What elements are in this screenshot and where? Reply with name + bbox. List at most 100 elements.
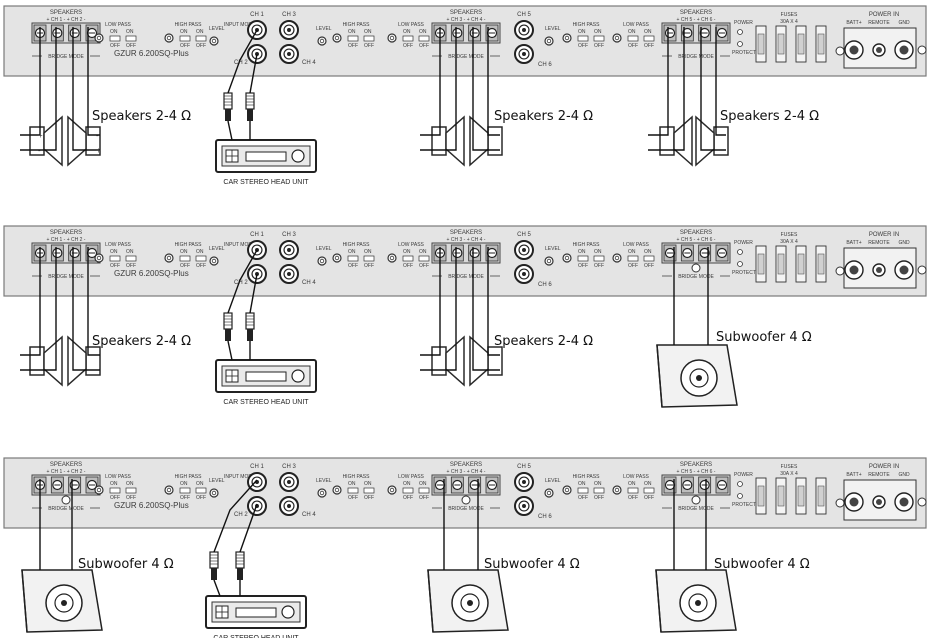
rca-plug-collar — [225, 329, 231, 341]
ch3-label: CH 3 — [282, 232, 296, 238]
protect-label: PROTECT — [732, 502, 756, 508]
fuses-rating: 30A X 4 — [780, 19, 798, 25]
switch-label: ON — [594, 481, 602, 487]
switch-label: OFF — [644, 263, 654, 269]
speaker-mid-a2 — [431, 335, 465, 387]
wire-ch2-neg — [72, 27, 100, 151]
channel-label: + CH 1 - + CH 2 - — [47, 17, 86, 23]
switch — [593, 35, 605, 42]
level-label: LEVEL — [209, 478, 225, 484]
switch-label: ON — [110, 249, 118, 255]
switch — [179, 255, 191, 262]
switch — [125, 35, 137, 42]
input-mode-label: INPUT MODE 2 — [224, 474, 260, 480]
switch-label: OFF — [628, 43, 638, 49]
switch-label: OFF — [364, 495, 374, 501]
terminal-block — [31, 474, 101, 496]
bridge-mode-label: BRIDGE MODE — [678, 54, 714, 60]
switch — [402, 255, 414, 262]
terminal-block — [431, 242, 501, 264]
knob-center — [614, 487, 620, 493]
callout-row3-3: Subwoofer 4 Ω — [714, 557, 810, 572]
switch — [627, 35, 639, 42]
subwoofer-row3-a — [21, 569, 103, 633]
speaker-magnet — [431, 346, 447, 376]
speaker-cone — [445, 115, 465, 167]
knob-center — [564, 35, 570, 41]
filter-title: LOW PASS — [398, 474, 424, 480]
model-label: GZUR 6.200SQ-Plus — [114, 501, 189, 510]
switch-label: ON — [110, 29, 118, 35]
switch-label: OFF — [196, 263, 206, 269]
rca-jack-pin — [287, 480, 291, 484]
switch — [109, 255, 121, 262]
rca-plug-body — [209, 551, 219, 569]
knob-center — [389, 255, 395, 261]
gnd-label: GND — [898, 240, 910, 246]
knob-center — [546, 490, 552, 496]
protect-led — [737, 261, 743, 267]
callout-row3-1: Subwoofer 4 Ω — [78, 557, 174, 572]
switch — [363, 255, 375, 262]
ch1-label: CH 1 — [250, 464, 264, 470]
fuse-element — [797, 33, 805, 55]
switch-label: OFF — [644, 495, 654, 501]
switch — [363, 35, 375, 42]
ch1-label: CH 1 — [250, 12, 264, 18]
switch — [643, 255, 655, 262]
wire — [487, 247, 500, 356]
switch — [109, 487, 121, 494]
fuse-element — [777, 485, 785, 507]
level-label: LEVEL — [545, 246, 561, 252]
subwoofer-edge — [655, 569, 662, 633]
power-terminal-screw — [899, 45, 909, 55]
switch-label: ON — [419, 249, 427, 255]
switch-label: OFF — [594, 495, 604, 501]
wire-ch1-pos — [20, 27, 41, 136]
terminal-block — [431, 22, 501, 44]
fuse-element — [757, 485, 765, 507]
speaker-left-a — [29, 115, 63, 167]
filter-title: HIGH PASS — [343, 22, 371, 28]
mount-screw — [917, 45, 927, 55]
switch-label: ON — [644, 29, 652, 35]
power-led — [737, 249, 743, 255]
head-unit-knob — [291, 149, 305, 163]
ch1-label: CH 1 — [250, 232, 264, 238]
switch — [418, 35, 430, 42]
protect-led — [737, 493, 743, 499]
switch-label: OFF — [126, 43, 136, 49]
rca-plug-collar — [247, 329, 253, 341]
rca-plug-body — [245, 312, 255, 330]
terminal-block — [661, 474, 731, 496]
level-label: LEVEL — [545, 26, 561, 32]
subwoofer-center — [695, 600, 701, 606]
remote-label: REMOTE — [868, 20, 890, 26]
head-unit-row1: CAR STEREO HEAD UNIT — [215, 139, 317, 186]
filter-title: HIGH PASS — [343, 242, 371, 248]
switch-label: OFF — [348, 43, 358, 49]
wire-ch6-pos — [715, 27, 726, 136]
switch-label: ON — [348, 481, 356, 487]
wire — [20, 247, 57, 371]
rca-plug-body — [235, 551, 245, 569]
knob-center — [319, 490, 325, 496]
level-label: LEVEL — [545, 478, 561, 484]
switch — [195, 487, 207, 494]
bridge-mode-label: BRIDGE MODE — [448, 506, 484, 512]
knob-center — [334, 255, 340, 261]
speaker-cone — [673, 115, 693, 167]
ch6-label: CH 6 — [538, 282, 552, 288]
gnd-label: GND — [898, 20, 910, 26]
wire — [87, 247, 100, 356]
switch — [418, 255, 430, 262]
wire-ch1-neg — [20, 27, 57, 151]
switch — [125, 487, 137, 494]
subwoofer-edge — [427, 569, 434, 633]
rca-cable — [213, 479, 258, 553]
switch-label: ON — [419, 29, 427, 35]
terminal-block — [31, 22, 101, 44]
switch-label: OFF — [126, 495, 136, 501]
switch-label: ON — [364, 29, 372, 35]
